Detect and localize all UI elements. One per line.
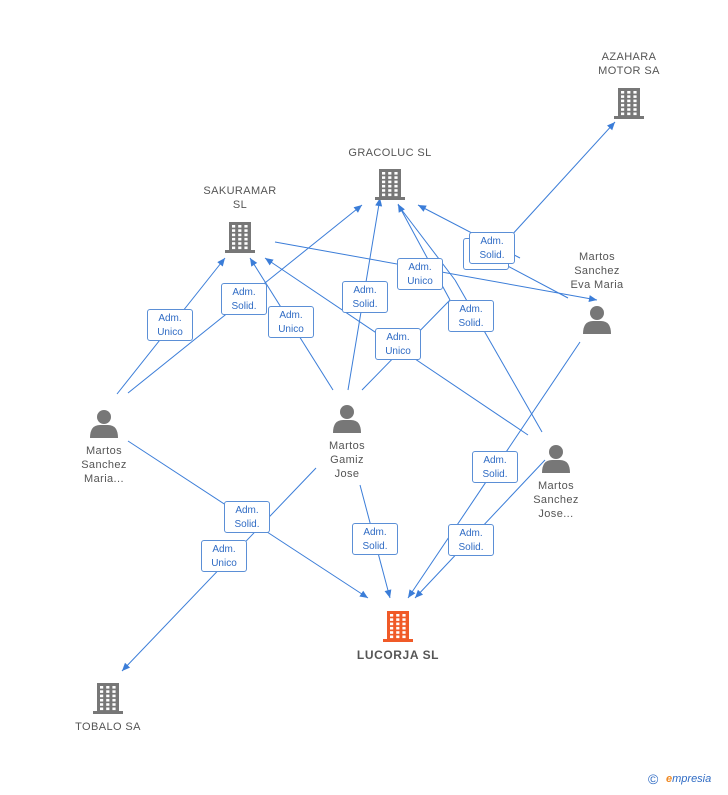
arrow-head-icon bbox=[359, 590, 368, 598]
node-label-martos-maria[interactable]: Martos Sanchez Maria... bbox=[81, 445, 127, 485]
brand-footer[interactable]: © empresia bbox=[648, 771, 728, 789]
arrow-head-icon bbox=[408, 589, 416, 598]
relation-role-badge[interactable]: Adm. Solid. bbox=[448, 300, 494, 332]
relation-role-badge[interactable]: Adm. Solid. bbox=[472, 451, 518, 483]
relation-role-badge[interactable]: Adm. Unico bbox=[375, 328, 421, 360]
relation-edge bbox=[397, 204, 456, 281]
copyright-icon: © bbox=[648, 771, 659, 787]
person-icon[interactable] bbox=[90, 410, 118, 438]
relation-role-badge[interactable]: Adm. Solid. bbox=[342, 281, 388, 313]
arrow-head-icon bbox=[353, 205, 362, 213]
arrow-head-icon bbox=[418, 205, 427, 212]
relation-role-badge[interactable]: Adm. Solid. bbox=[221, 283, 267, 315]
person-icon[interactable] bbox=[333, 405, 361, 433]
relation-role-badge[interactable]: Adm. Unico bbox=[147, 309, 193, 341]
relation-role-badge[interactable]: Adm. Unico bbox=[397, 258, 443, 290]
building-icon[interactable] bbox=[383, 611, 413, 642]
node-label-martos-gamiz[interactable]: Martos Gamiz Jose bbox=[328, 440, 366, 480]
node-label-azahara[interactable]: AZAHARA MOTOR SA bbox=[598, 51, 660, 77]
relation-role-badge[interactable]: Adm. Unico bbox=[268, 306, 314, 338]
building-icon[interactable] bbox=[614, 88, 644, 119]
node-label-lucorja[interactable]: LUCORJA SL bbox=[356, 648, 440, 662]
relation-role-badge[interactable]: Adm. Solid. bbox=[352, 523, 398, 555]
arrow-head-icon bbox=[398, 204, 405, 213]
building-icon[interactable] bbox=[93, 683, 123, 714]
building-icon[interactable] bbox=[375, 169, 405, 200]
arrow-head-icon bbox=[588, 295, 597, 303]
arrow-head-icon bbox=[415, 589, 424, 598]
arrow-head-icon bbox=[250, 258, 258, 267]
relation-role-badge[interactable]: Adm. Unico bbox=[201, 540, 247, 572]
arrow-head-icon bbox=[265, 258, 274, 266]
arrow-head-icon bbox=[217, 258, 225, 267]
relation-edge bbox=[509, 121, 616, 238]
brand-logo: empresia bbox=[666, 773, 712, 785]
person-icon[interactable] bbox=[542, 445, 570, 473]
arrow-head-icon bbox=[375, 198, 383, 207]
arrow-head-icon bbox=[607, 122, 615, 131]
node-label-martos-eva[interactable]: Martos Sanchez Eva Maria bbox=[570, 251, 624, 291]
building-icon[interactable] bbox=[225, 222, 255, 253]
node-label-tobalo[interactable]: TOBALO SA bbox=[75, 721, 141, 733]
arrow-head-icon bbox=[122, 662, 131, 671]
arrow-head-icon bbox=[384, 589, 392, 598]
relation-role-badge[interactable]: Adm. Solid. bbox=[448, 524, 494, 556]
relation-role-badge[interactable]: Adm. Solid. bbox=[469, 232, 515, 264]
person-icon[interactable] bbox=[583, 306, 611, 334]
node-label-sakuramar[interactable]: SAKURAMAR SL bbox=[203, 185, 277, 211]
node-label-martos-jose[interactable]: Martos Sanchez Jose... bbox=[533, 480, 579, 520]
relation-role-badge[interactable]: Adm. Solid. bbox=[224, 501, 270, 533]
relation-edge bbox=[499, 261, 569, 299]
node-label-gracoluc[interactable]: GRACOLUC SL bbox=[348, 147, 432, 159]
